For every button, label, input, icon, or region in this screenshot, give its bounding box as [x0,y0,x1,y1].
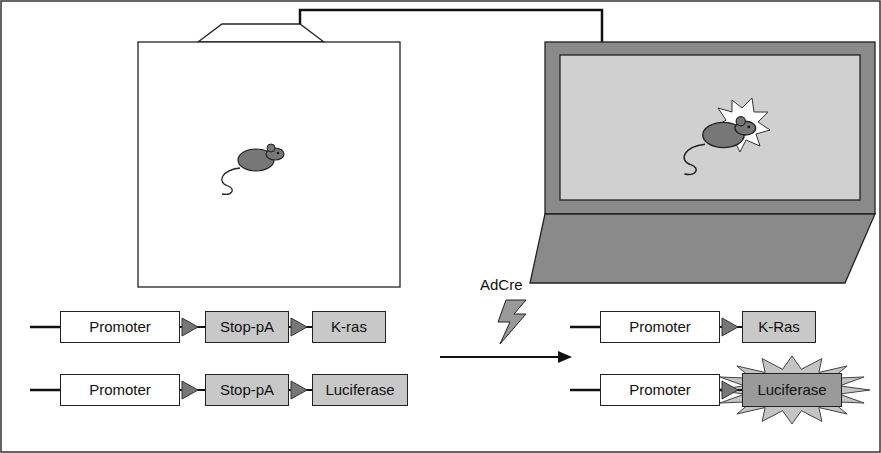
dna-line [570,389,600,392]
construct-element: Luciferase [312,374,408,406]
dna-line [30,326,60,329]
loxp-sites [180,318,742,399]
element-label: Promoter [89,382,151,399]
cable [300,10,602,42]
light-burst [714,356,870,424]
construct-element: K-ras [312,311,386,343]
loxp-triangle [182,318,198,336]
loxp-triangle [182,381,198,399]
element-label: Luciferase [757,382,826,399]
element-label: Stop-pA [220,382,274,399]
construct-element: Promoter [60,311,180,343]
light-burst-shape [714,356,870,424]
dna-line [570,326,600,329]
laptop-keyboard [530,214,875,283]
laptop-screen [560,55,860,200]
reaction-arrow [440,356,562,358]
construct-element: Stop-pA [205,311,289,343]
loxp-triangle [291,381,307,399]
element-label: Promoter [89,319,151,336]
lightning-bolt [498,300,526,344]
construct-element: Promoter [600,311,720,343]
element-label: K-Ras [758,319,800,336]
loxp-triangle [722,381,738,399]
camera-lens [198,24,324,42]
loxp-triangle [722,318,738,336]
imaging-cabinet [138,42,400,287]
construct-element: Luciferase [742,373,842,407]
loxp-triangle [291,318,307,336]
construct-element: K-Ras [742,311,816,343]
element-label: Luciferase [325,382,394,399]
element-label: Stop-pA [220,319,274,336]
construct-element: Stop-pA [205,374,289,406]
arrow-head [558,351,572,363]
mouse-image [684,117,756,175]
mouse [222,144,284,194]
laptop-lid [545,42,875,214]
element-label: K-ras [331,319,367,336]
element-label: Promoter [629,319,691,336]
reagent-label: AdCre [480,276,523,293]
element-label: Promoter [629,382,691,399]
dna-line [30,389,60,392]
construct-element: Promoter [600,374,720,406]
construct-element: Promoter [60,374,180,406]
